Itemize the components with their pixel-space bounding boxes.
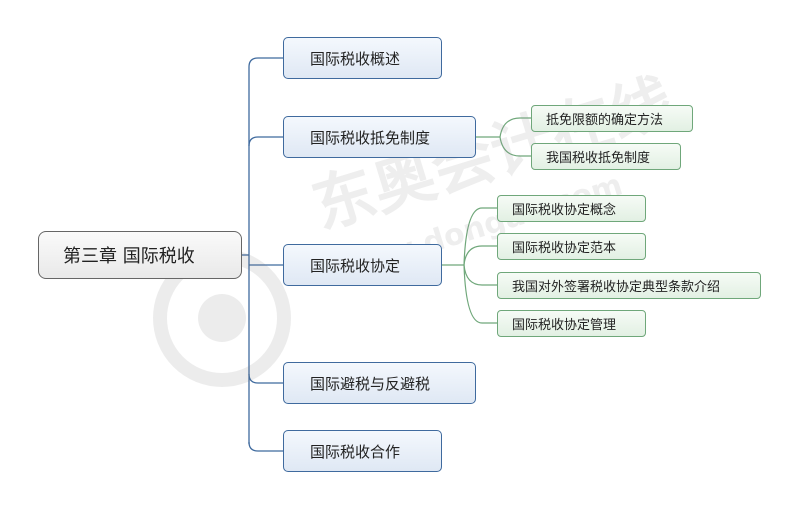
topic-credit-system[interactable]: 国际税收抵免制度	[283, 116, 476, 158]
subtopic-credit-limit[interactable]: 抵免限额的确定方法	[531, 105, 693, 132]
connector-topic-2	[248, 136, 283, 147]
connector-sub-3-3	[463, 264, 497, 286]
subtopic-china-credit[interactable]: 我国税收抵免制度	[531, 143, 681, 170]
subtopic-treaty-clauses[interactable]: 我国对外签署税收协定典型条款介绍	[497, 272, 761, 299]
subtopic-treaty-management[interactable]: 国际税收协定管理	[497, 310, 646, 337]
connector-sub-2-2	[499, 136, 531, 157]
root-node[interactable]: 第三章 国际税收	[38, 231, 242, 279]
connector-sub-3-4	[463, 264, 497, 324]
connector-topic-5	[248, 441, 283, 452]
connector-topic-1	[248, 57, 283, 68]
subtopic-treaty-model[interactable]: 国际税收协定范本	[497, 233, 646, 260]
connector-sub-2-1	[499, 117, 531, 138]
connector-sub-3-1	[463, 207, 497, 266]
topic-cooperation[interactable]: 国际税收合作	[283, 430, 442, 472]
connector-topic-4	[248, 373, 283, 384]
connector-sub-3-2	[463, 245, 497, 266]
topic-overview[interactable]: 国际税收概述	[283, 37, 442, 79]
subtopic-treaty-concept[interactable]: 国际税收协定概念	[497, 195, 646, 222]
topic-tax-treaty[interactable]: 国际税收协定	[283, 244, 442, 286]
topic-anti-avoidance[interactable]: 国际避税与反避税	[283, 362, 476, 404]
